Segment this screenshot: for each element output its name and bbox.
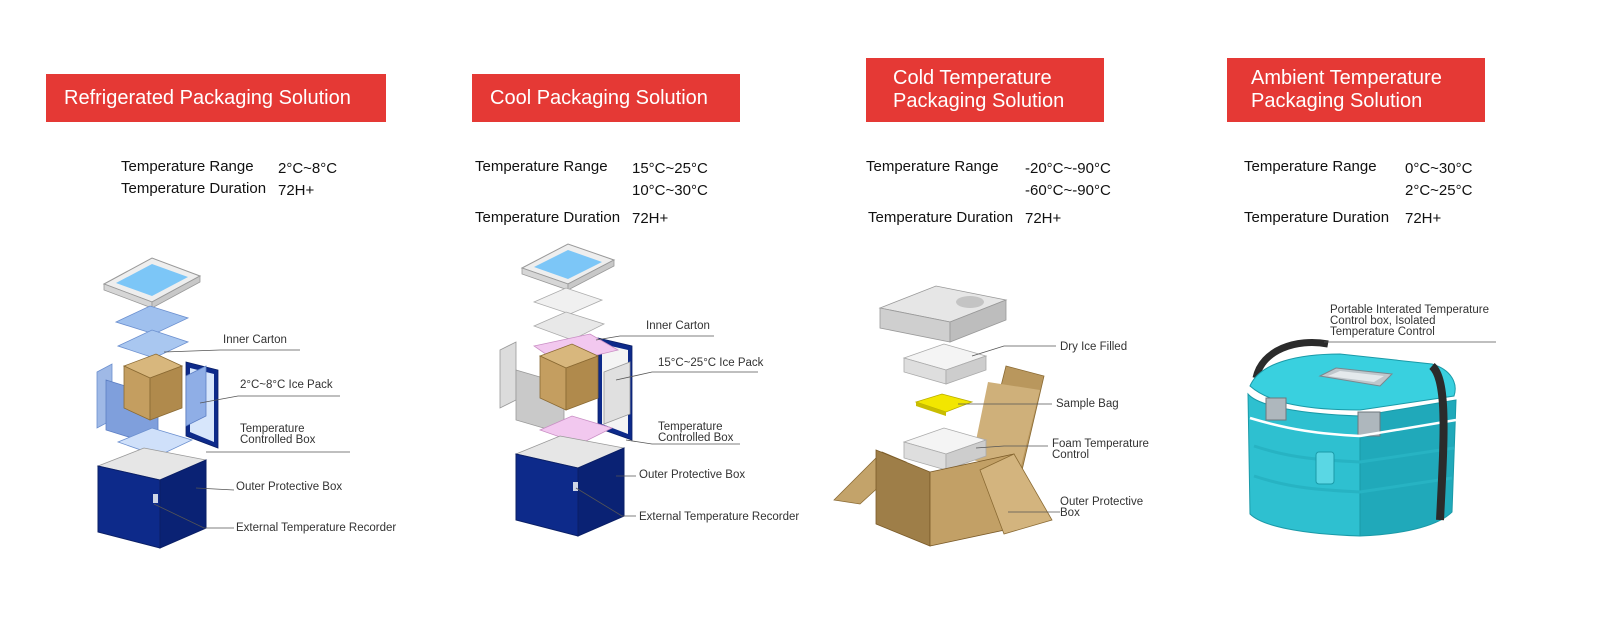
callout-line: Temperature bbox=[240, 423, 305, 435]
spec-label-range: Temperature Range bbox=[475, 158, 608, 175]
ice-pack-right bbox=[185, 365, 207, 427]
callout-line: Foam Temperature bbox=[1052, 438, 1149, 450]
callout-temperature-recorder: External Temperature Recorder bbox=[639, 511, 799, 523]
callout-line: Temperature bbox=[658, 421, 723, 433]
outer-protective-carton bbox=[833, 449, 1053, 547]
callout-line: Control box, Isolated bbox=[1330, 315, 1435, 327]
ice-pack-panel bbox=[114, 305, 190, 359]
callout-inner-carton: Inner Carton bbox=[646, 320, 710, 332]
cool-exploded-diagram: Inner Carton 15°C~25°C Ice Pack Temperat… bbox=[499, 243, 799, 537]
spec-value-duration: 72H+ bbox=[1405, 210, 1442, 227]
spec-value-range-2: 2°C~25°C bbox=[1405, 182, 1473, 199]
spec-value-duration: 72H+ bbox=[278, 182, 315, 199]
spec-label-duration: Temperature Duration bbox=[121, 180, 267, 197]
cold-exploded-diagram: Dry Ice Filled Sample Bag Foam Temperatu… bbox=[833, 285, 1149, 547]
callout-temperature-recorder: External Temperature Recorder bbox=[236, 522, 396, 534]
ice-pack-panel bbox=[532, 287, 606, 341]
foam-lid bbox=[878, 285, 1008, 343]
spec-label-range: Temperature Range bbox=[866, 158, 999, 175]
callout-line: Box bbox=[1060, 507, 1080, 519]
callout-line: Outer Protective bbox=[1060, 496, 1143, 508]
callout-line: Control bbox=[1052, 449, 1089, 461]
callout-ice-pack: 15°C~25°C Ice Pack bbox=[658, 357, 764, 369]
spec-value-duration: 72H+ bbox=[1025, 210, 1062, 227]
box-lid bbox=[520, 243, 616, 291]
spec-value-range-1: 0°C~30°C bbox=[1405, 160, 1473, 177]
callout-line: Temperature Control bbox=[1330, 326, 1435, 338]
panel-title: Ambient Temperature Packaging Solution bbox=[1227, 58, 1485, 122]
panel-title: Cold Temperature Packaging Solution bbox=[866, 58, 1104, 122]
callout-ice-pack: 2°C~8°C Ice Pack bbox=[240, 379, 333, 391]
spec-label-duration: Temperature Duration bbox=[475, 209, 621, 226]
callout-line: Portable Interated Temperature bbox=[1330, 304, 1489, 316]
spec-value-range-2: 10°C~30°C bbox=[632, 182, 708, 199]
callout-inner-carton: Inner Carton bbox=[223, 334, 287, 346]
callout-line: Controlled Box bbox=[658, 432, 734, 444]
spec-label-duration: Temperature Duration bbox=[1244, 209, 1390, 226]
callout-dry-ice: Dry Ice Filled bbox=[1060, 341, 1127, 353]
spec-value-range-2: -60°C~-90°C bbox=[1025, 182, 1111, 199]
ice-pack-right bbox=[603, 361, 631, 425]
callout-outer-box: Outer Protective Box bbox=[639, 469, 745, 481]
dry-ice-block-lower bbox=[902, 427, 988, 471]
spec-label-range: Temperature Range bbox=[1244, 158, 1377, 175]
spec-value-range-1: -20°C~-90°C bbox=[1025, 160, 1111, 177]
outer-protective-box bbox=[514, 435, 626, 537]
inner-carton bbox=[538, 343, 600, 411]
inner-carton bbox=[122, 353, 184, 421]
box-lid bbox=[102, 257, 202, 309]
callout-outer-box: Outer Protective Box bbox=[236, 481, 342, 493]
callout-sample-bag: Sample Bag bbox=[1056, 398, 1119, 410]
refrigerated-exploded-diagram: Inner Carton 2°C~8°C Ice Pack Temperatur… bbox=[96, 257, 396, 549]
dry-ice-block bbox=[902, 343, 988, 385]
spec-label-range: Temperature Range bbox=[121, 158, 254, 175]
spec-value-duration: 72H+ bbox=[632, 210, 669, 227]
sample-bag bbox=[914, 393, 974, 413]
spec-value-range-1: 15°C~25°C bbox=[632, 160, 708, 177]
callout-line: Controlled Box bbox=[240, 434, 316, 446]
outer-protective-box bbox=[96, 447, 208, 549]
panel-title: Refrigerated Packaging Solution bbox=[46, 74, 386, 122]
spec-value-range: 2°C~8°C bbox=[278, 160, 338, 177]
spec-label-duration: Temperature Duration bbox=[868, 209, 1014, 226]
portable-cooler bbox=[1247, 339, 1457, 537]
panel-title: Cool Packaging Solution bbox=[472, 74, 740, 122]
